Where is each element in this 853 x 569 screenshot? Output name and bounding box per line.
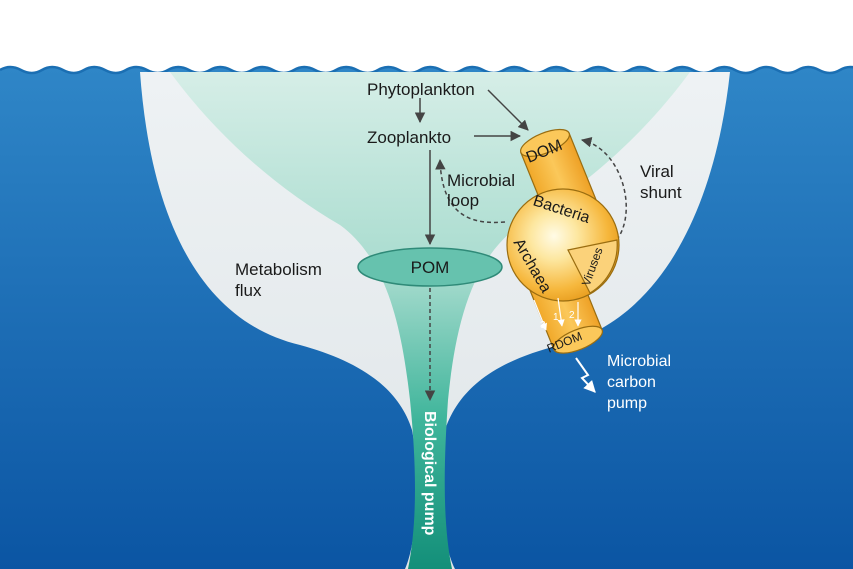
microbial-carbon-pump-label-line1: Microbial [607,353,671,370]
microbial-loop-label-line2: loop [447,191,479,210]
metabolism-flux-label-line1: Metabolism [235,260,322,279]
pom-node [357,247,503,287]
arrow-phyto-to-dom [487,89,529,131]
sky-background [0,0,853,70]
step-arrow-2 [557,297,565,327]
phytoplankton-label: Phytoplankton [367,80,475,99]
metabolism-flux-label-line2: flux [235,281,262,300]
step-label-3: 3 [540,320,546,331]
biological-pump-label: Biological pump [421,411,438,536]
arrow-microbial-carbon-pump [575,357,596,393]
step-arrow-1 [533,299,547,331]
viruses-wedge [567,239,618,294]
arrow-microbial-loop [435,158,506,224]
step-label-1: 1 [553,312,559,323]
ocean-surface-wave [0,65,853,75]
microbial-carbon-pump-label-line3: pump [607,395,647,412]
pom-label: POM [411,258,450,277]
microbial-carbon-pump-label-line2: carbon [607,374,656,391]
microbial-loop-label-line1: Microbial [447,171,515,190]
viral-shunt-label-line2: shunt [640,183,682,202]
step-label-2: 2 [569,310,575,321]
zooplankton-label: Zooplankto [367,128,451,147]
arrow-viral-shunt [580,137,627,246]
viral-shunt-label-line1: Viral [640,162,674,181]
